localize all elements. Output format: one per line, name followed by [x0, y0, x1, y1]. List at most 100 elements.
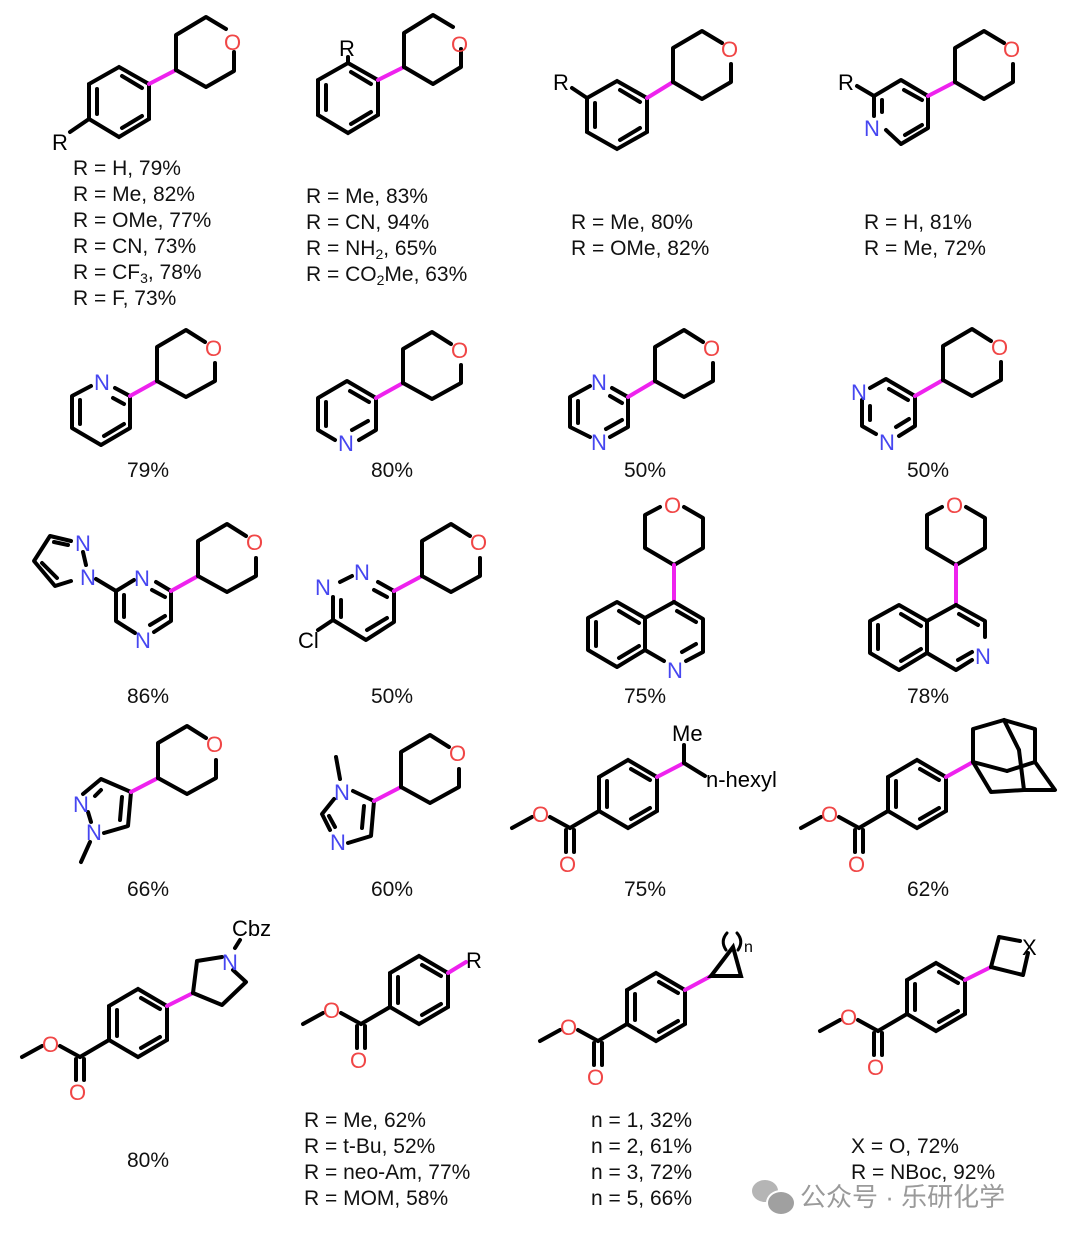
- svg-text:N: N: [334, 780, 350, 805]
- svg-text:N: N: [75, 531, 91, 556]
- conditions-entry-1: R = H, 79% R = Me, 82% R = OMe, 77% R = …: [73, 156, 211, 312]
- condition-line: n = 5, 66%: [591, 1187, 692, 1210]
- yield-entry-7: 50%: [623, 459, 667, 482]
- condition-line: R = CN, 94%: [306, 211, 430, 234]
- svg-text:N: N: [864, 116, 880, 141]
- structure-entry-7: N N O: [568, 328, 720, 455]
- svg-text:N: N: [134, 566, 150, 591]
- watermark: 公众号 · 乐研化学: [752, 1177, 1005, 1216]
- condition-line: R = OMe, 77%: [73, 209, 212, 232]
- yield-entry-6: 80%: [370, 459, 414, 482]
- structure-entry-2: R O: [316, 13, 468, 136]
- condition-line: X = O, 72%: [851, 1135, 959, 1158]
- svg-text:O: O: [449, 741, 466, 766]
- condition-line: R = NBoc, 92%: [851, 1161, 996, 1184]
- condition-line: n = 3, 72%: [591, 1161, 692, 1184]
- svg-text:R: R: [838, 70, 854, 95]
- condition-line: R = NH2, 65%: [306, 237, 437, 262]
- svg-text:Me: Me: [672, 721, 703, 746]
- condition-line: R = H, 81%: [864, 211, 972, 234]
- yield-entry-16: 62%: [906, 878, 950, 901]
- structure-entry-5: N O: [70, 328, 222, 447]
- svg-text:N: N: [73, 792, 89, 817]
- structure-entry-1: O R: [52, 15, 241, 155]
- svg-text:O: O: [246, 530, 263, 555]
- svg-text:n: n: [744, 939, 753, 956]
- condition-line: R = neo-Am, 77%: [304, 1161, 471, 1184]
- condition-line: R = MOM, 58%: [304, 1187, 449, 1210]
- yield-entry-8: 50%: [906, 459, 950, 482]
- svg-text:O: O: [451, 338, 468, 363]
- svg-text:N: N: [86, 820, 102, 845]
- svg-text:N: N: [330, 830, 346, 855]
- condition-line: R = t-Bu, 52%: [304, 1135, 436, 1158]
- svg-text:O: O: [323, 998, 340, 1023]
- conditions-entry-4: R = H, 81% R = Me, 72%: [864, 210, 986, 262]
- svg-text:X: X: [1022, 935, 1037, 960]
- structure-entry-15: O O Me n-hexyl: [510, 721, 777, 877]
- conditions-entry-2: R = Me, 83% R = CN, 94% R = NH2, 65% R =…: [306, 184, 467, 288]
- structure-entry-19: O O n: [538, 931, 753, 1090]
- structure-entry-11: O N: [586, 493, 705, 683]
- svg-text:O: O: [224, 30, 241, 55]
- yield-entry-11: 75%: [623, 685, 667, 708]
- svg-text:N: N: [591, 370, 607, 395]
- yield-entry-5: 79%: [126, 459, 170, 482]
- condition-line: R = CF3, 78%: [73, 261, 202, 286]
- condition-line: R = CN, 73%: [73, 235, 197, 258]
- structure-entry-18: O O R: [301, 948, 482, 1073]
- svg-text:N: N: [591, 430, 607, 455]
- svg-text:O: O: [848, 852, 865, 877]
- svg-text:O: O: [721, 37, 738, 62]
- structure-entry-9: N N N N O: [32, 522, 263, 653]
- svg-text:N: N: [94, 370, 110, 395]
- svg-text:O: O: [205, 336, 222, 361]
- svg-text:R: R: [52, 130, 68, 155]
- conditions-entry-3: R = Me, 80% R = OMe, 82%: [571, 210, 709, 262]
- svg-text:O: O: [587, 1065, 604, 1090]
- yield-entry-10: 50%: [370, 685, 414, 708]
- yield-entry-15: 75%: [623, 878, 667, 901]
- structure-entry-6: N O: [316, 330, 468, 456]
- condition-line: n = 1, 32%: [591, 1109, 692, 1132]
- structure-entry-4: N R O: [838, 29, 1020, 146]
- wechat-icon: [752, 1179, 796, 1216]
- condition-line: n = 2, 61%: [591, 1135, 692, 1158]
- svg-text:O: O: [664, 493, 681, 518]
- condition-line: R = Me, 80%: [571, 211, 693, 234]
- svg-text:N: N: [338, 431, 354, 456]
- structure-entry-13: N N O: [73, 724, 223, 864]
- structure-entry-8: N N O: [851, 327, 1008, 455]
- conditions-entry-20: X = O, 72% R = NBoc, 92%: [851, 1134, 995, 1186]
- svg-text:O: O: [560, 1015, 577, 1040]
- condition-line: R = F, 73%: [73, 287, 177, 310]
- svg-text:N: N: [315, 575, 331, 600]
- condition-line: R = CO2Me, 63%: [306, 263, 468, 288]
- svg-text:N: N: [975, 644, 991, 669]
- svg-text:R: R: [466, 948, 482, 973]
- svg-text:N: N: [667, 658, 683, 683]
- svg-text:O: O: [991, 335, 1008, 360]
- svg-text:Cl: Cl: [298, 628, 319, 653]
- svg-text:n-hexyl: n-hexyl: [706, 767, 777, 792]
- svg-text:N: N: [222, 950, 238, 975]
- svg-text:O: O: [703, 336, 720, 361]
- yield-entry-13: 66%: [126, 878, 170, 901]
- structure-entry-20: O O X: [818, 935, 1037, 1080]
- svg-text:N: N: [879, 430, 895, 455]
- svg-text:O: O: [532, 802, 549, 827]
- svg-text:N: N: [80, 565, 96, 590]
- svg-text:O: O: [69, 1080, 86, 1105]
- structure-entry-17: O O N Cbz: [20, 916, 271, 1105]
- yield-entry-14: 60%: [370, 878, 414, 901]
- svg-text:O: O: [559, 852, 576, 877]
- svg-text:O: O: [470, 530, 487, 555]
- svg-text:O: O: [1003, 37, 1020, 62]
- structure-entry-10: N N Cl O: [298, 522, 487, 653]
- svg-text:O: O: [867, 1055, 884, 1080]
- condition-line: R = Me, 82%: [73, 183, 195, 206]
- svg-text:O: O: [840, 1005, 857, 1030]
- condition-line: R = H, 79%: [73, 157, 181, 180]
- condition-line: R = Me, 72%: [864, 237, 986, 260]
